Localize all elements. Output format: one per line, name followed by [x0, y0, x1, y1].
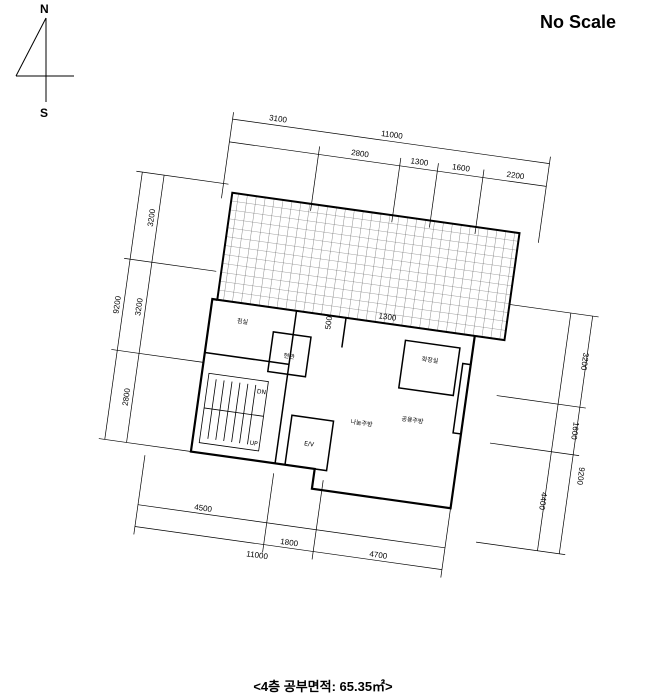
dim-right-a: 3200 [579, 352, 590, 371]
dim-inner-b: 500 [323, 315, 334, 330]
left-dimensions [98, 170, 229, 452]
dim-bottom-b: 1800 [280, 537, 299, 548]
compass-arrow-icon [15, 17, 74, 102]
dim-right-total: 9200 [575, 467, 586, 486]
dim-bottom-total: 11000 [246, 549, 269, 561]
dim-left-c: 2800 [121, 387, 132, 406]
room-label-a: 현관 [283, 352, 296, 362]
dim-inner-a: 1300 [378, 311, 397, 322]
north-label: N [40, 2, 49, 16]
roof-terrace [216, 191, 521, 342]
interior-walls [204, 310, 472, 472]
right-dimensions [476, 304, 599, 555]
floor-area-caption: <4층 공부면적: 65.35㎡> [253, 679, 393, 694]
room-label-ev: E/V [304, 440, 316, 448]
scale-label: No Scale [539, 12, 616, 32]
dim-top-c: 1300 [410, 156, 429, 167]
dim-left-b: 3200 [133, 297, 144, 316]
top-dimensions [221, 112, 551, 243]
north-arrow: N S [8, 2, 88, 122]
room-label-common: 공용주방 [401, 415, 424, 426]
dim-bottom-a: 4500 [194, 503, 213, 514]
room-label-bath: 화장실 [421, 355, 439, 365]
dim-right-c: 4400 [537, 492, 548, 511]
room-label-shared: 나눔주방 [350, 418, 373, 429]
dim-top-a: 3100 [269, 113, 288, 124]
room-label-bedroom: 침실 [236, 317, 248, 326]
dim-bottom-c: 4700 [369, 549, 388, 560]
south-label: S [40, 106, 49, 120]
dim-top-b: 2800 [351, 148, 370, 159]
dim-top-e: 2200 [506, 170, 525, 181]
dim-right-b: 1600 [569, 421, 580, 440]
stairs-up-label: UP [249, 440, 258, 448]
bottom-dimensions [133, 455, 453, 578]
dim-left-a: 3200 [146, 208, 157, 227]
dim-left-total: 9200 [111, 295, 122, 314]
dim-top-total: 11000 [381, 129, 404, 141]
dim-top-d: 1600 [452, 162, 471, 173]
staircase [198, 372, 269, 452]
stairs-down-label: DN [256, 388, 266, 396]
